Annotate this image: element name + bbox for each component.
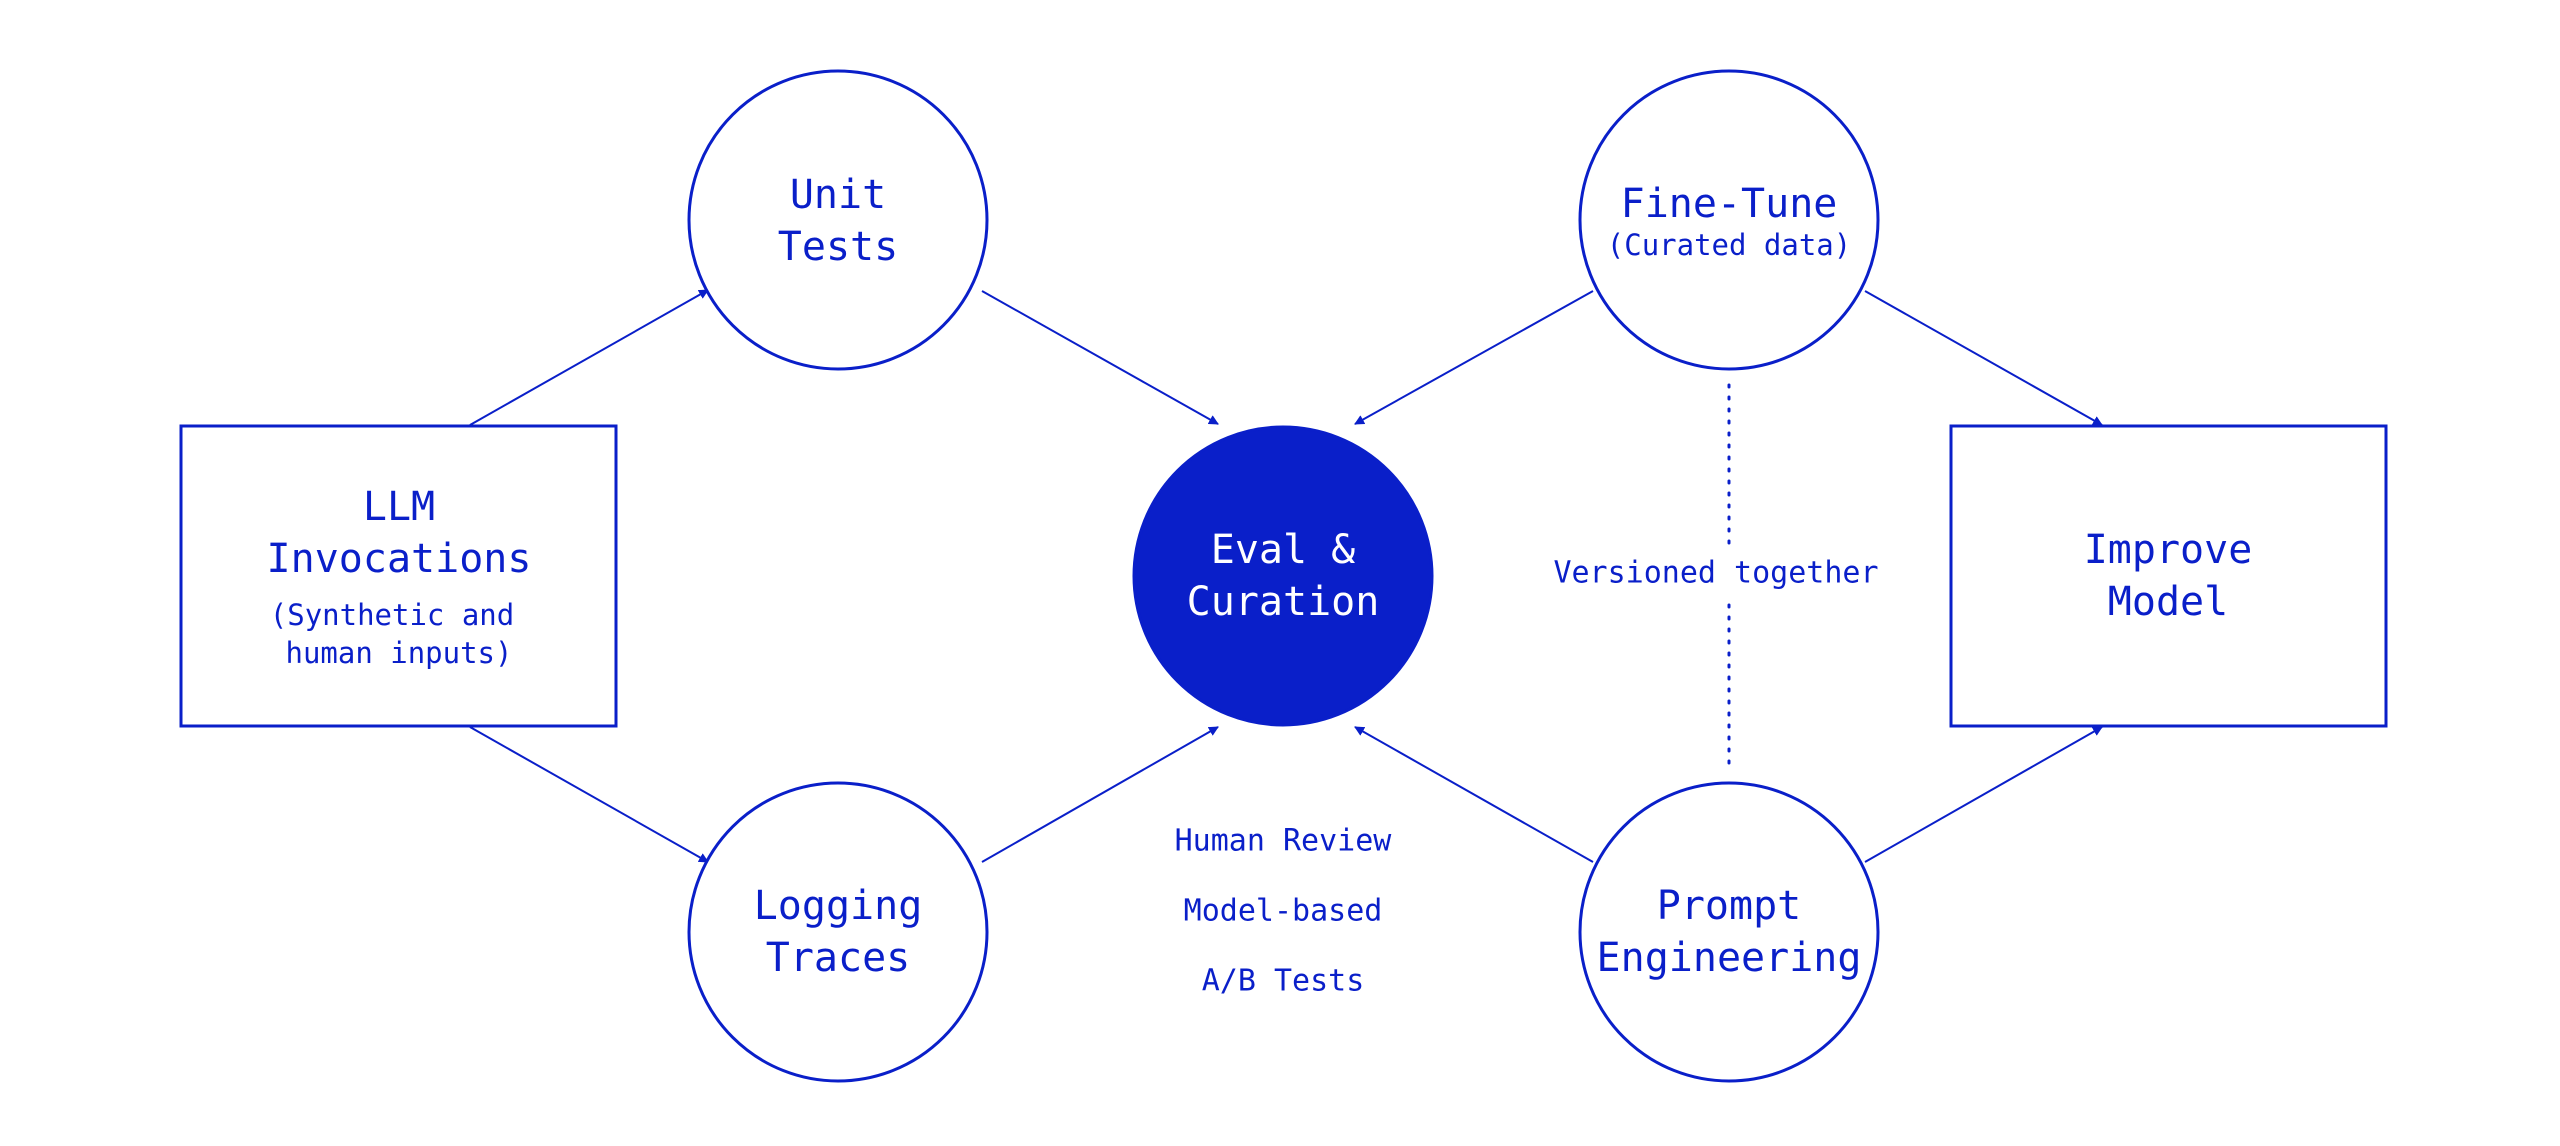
edge-fine-tune-to-eval (1354, 290, 1594, 425)
edge-unit-tests-to-eval (981, 290, 1219, 425)
edge-logging-traces-to-eval (981, 726, 1219, 863)
unit-tests-title-line2: Tests (778, 224, 898, 270)
eval-methods-list: Human Review Model-based A/B Tests (1175, 824, 1393, 999)
fine-tune-node: Fine-Tune (Curated data) (1578, 69, 1880, 371)
edge-prompt-engineering-to-improve-model (1864, 726, 2103, 863)
llm-invocations-subtitle-line1: (Synthetic and (270, 598, 514, 632)
improve-model-title-line2: Model (2108, 579, 2228, 625)
prompt-engineering-title-line2: Engineering (1597, 935, 1862, 981)
fine-tune-title: Fine-Tune (1621, 181, 1838, 227)
logging-traces-title-line2: Traces (766, 935, 911, 981)
edge-llm-to-unit-tests (469, 289, 709, 426)
edges (469, 289, 2103, 863)
fine-tune-subtitle: (Curated data) (1607, 228, 1851, 262)
eval-method-model-based: Model-based (1184, 894, 1383, 929)
llm-invocations-node: LLM Invocations (Synthetic and human inp… (179, 424, 618, 728)
versioned-together-label: Versioned together (1553, 556, 1878, 591)
logging-traces-title-line1: Logging (754, 883, 923, 929)
edge-llm-to-logging-traces (469, 726, 709, 863)
improve-model-node: Improve Model (1949, 424, 2388, 728)
edge-fine-tune-to-improve-model (1864, 290, 2103, 426)
edge-prompt-engineering-to-eval (1354, 726, 1594, 863)
eval-method-ab-tests: A/B Tests (1202, 964, 1365, 999)
logging-traces-node: Logging Traces (687, 781, 989, 1083)
unit-tests-title-line1: Unit (790, 172, 886, 218)
llm-invocations-subtitle-line2: human inputs) (286, 636, 513, 670)
unit-tests-node: Unit Tests (687, 69, 989, 371)
eval-curation-title-line1: Eval & (1211, 527, 1356, 573)
eval-method-human-review: Human Review (1175, 824, 1393, 859)
eval-curation-title-line2: Curation (1187, 579, 1380, 625)
prompt-engineering-node: Prompt Engineering (1578, 781, 1880, 1083)
llm-invocations-title-line1: LLM (363, 484, 435, 530)
llm-invocations-title-line2: Invocations (267, 536, 532, 582)
improve-model-title-line1: Improve (2084, 527, 2253, 573)
eval-curation-node: Eval & Curation (1132, 425, 1434, 727)
prompt-engineering-title-line1: Prompt (1657, 883, 1802, 929)
